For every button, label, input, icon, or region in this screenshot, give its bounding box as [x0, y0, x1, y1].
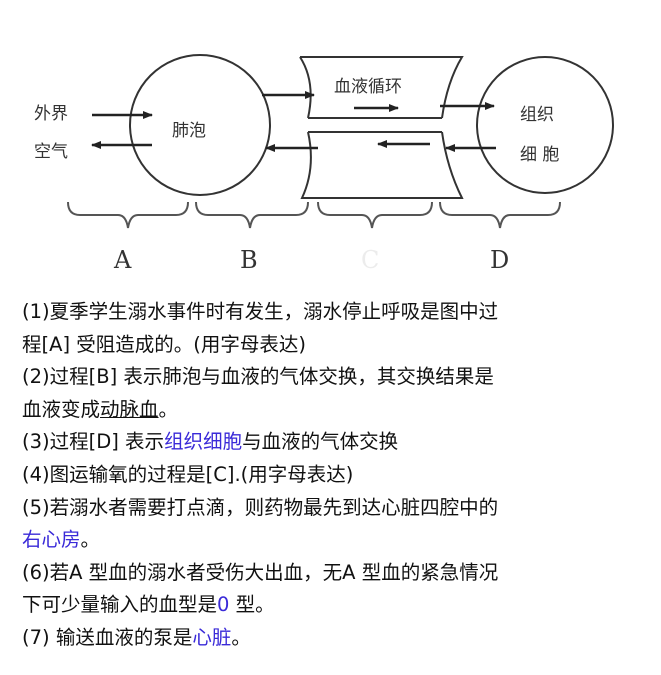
- q6-answer: 0: [217, 593, 230, 617]
- q3-text: (3)过程[D] 表示: [22, 430, 165, 454]
- q5-answer: 右心房: [22, 528, 81, 552]
- q3-line: (3)过程[D] 表示组织细胞与血液的气体交换: [22, 426, 642, 459]
- brace-a: [67, 201, 189, 229]
- brace-c: [317, 201, 433, 229]
- blood-vessel-shape-lower: [300, 131, 464, 199]
- brace-label-c: C: [361, 246, 379, 274]
- q6-line-2: 下可少量输入的血型是0 型。: [22, 589, 642, 622]
- tissue-cell-circle: [476, 56, 614, 194]
- q7-answer: 心脏: [192, 625, 232, 649]
- brace-label-a: A: [113, 246, 132, 274]
- q3-end: 与血液的气体交换: [242, 430, 399, 454]
- q2-line-2: 血液变成动脉血。: [22, 394, 642, 427]
- label-blood-circulation: 血液循环: [334, 77, 402, 97]
- q6-text: 下可少量输入的血型是: [22, 593, 218, 617]
- q4-line: (4)图运输氧的过程是[C].(用字母表达): [22, 462, 354, 486]
- q2-text: 血液变成: [22, 397, 101, 421]
- label-tissue-1: 组织: [520, 105, 554, 125]
- q2-line-1: (2)过程[B] 表示肺泡与血液的气体交换，其交换结果是: [22, 365, 494, 389]
- q7-line: (7) 输送血液的泵是心脏。: [22, 622, 642, 655]
- q1-line-2: 程[A] 受阻造成的。(用字母表达): [22, 332, 306, 356]
- respiration-diagram: 外界 空气 肺泡 血液循环 组织 细 胞 A B C D: [34, 54, 614, 274]
- brace-label-d: D: [490, 246, 509, 274]
- q2-answer: 动脉血: [100, 397, 159, 421]
- label-alveoli: 肺泡: [172, 121, 206, 141]
- q7-text: (7) 输送血液的泵是: [22, 625, 193, 649]
- brace-d: [439, 201, 561, 229]
- q3-answer: 组织细胞: [164, 430, 243, 454]
- q6-line-1: (6)若A 型血的溺水者受伤大出血，无A 型血的紧急情况: [22, 560, 499, 584]
- q6-end: 型。: [229, 593, 275, 617]
- blood-vessel-shape: [299, 56, 464, 119]
- q5-line-1: (5)若溺水者需要打点滴，则药物最先到达心脏四腔中的: [22, 495, 499, 519]
- brace-b: [195, 201, 309, 229]
- alveoli-circle: [129, 54, 271, 196]
- label-tissue-2: 细 胞: [520, 145, 559, 165]
- label-external-air-2: 空气: [34, 142, 68, 162]
- q1-line-1: (1)夏季学生溺水事件时有发生，溺水停止呼吸是图中过: [22, 300, 499, 323]
- brace-label-b: B: [240, 246, 258, 274]
- q5-line-2: 右心房。: [22, 524, 642, 557]
- q7-end: 。: [231, 625, 251, 649]
- q2-end: 。: [158, 397, 179, 421]
- question-answer-block: (1)夏季学生溺水事件时有发生，溺水停止呼吸是图中过 程[A] 受阻造成的。(用…: [22, 296, 642, 655]
- label-external-air-1: 外界: [34, 104, 68, 124]
- q5-end: 。: [80, 528, 101, 552]
